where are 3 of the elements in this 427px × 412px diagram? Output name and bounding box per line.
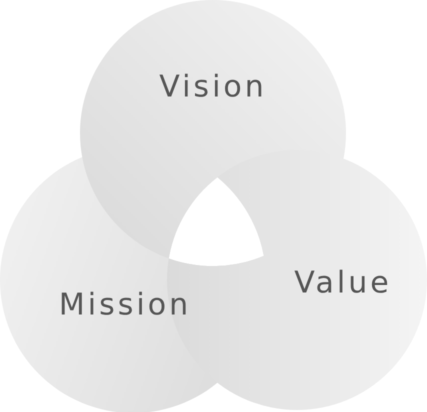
node-label: Vision <box>159 70 267 104</box>
node-label: Mission <box>58 288 192 322</box>
node-label: Value <box>294 266 392 300</box>
